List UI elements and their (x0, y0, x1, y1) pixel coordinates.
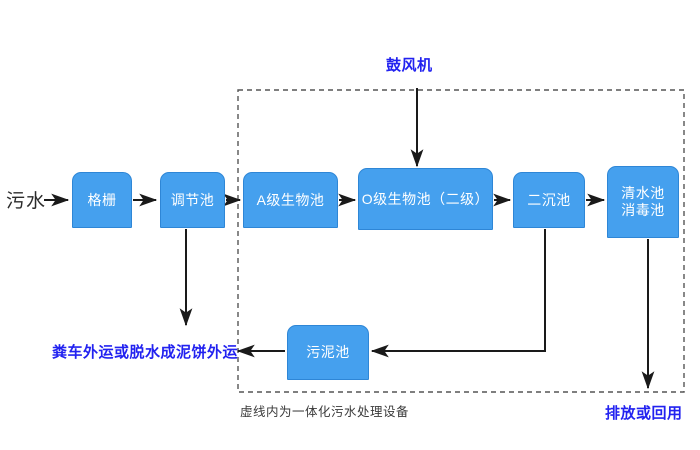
label-blower: 鼓风机 (386, 57, 433, 74)
node-secondary-clarifier[interactable]: 二沉池 (513, 172, 585, 228)
label-discharge-or-reuse: 排放或回用 (605, 405, 683, 422)
node-clearwater-disinfection-pool[interactable]: 清水池 消毒池 (607, 166, 679, 238)
node-sludge-pool[interactable]: 污泥池 (287, 325, 369, 380)
node-grate[interactable]: 格栅 (72, 172, 132, 228)
node-o-stage-bio-pool[interactable]: O级生物池（二级） (358, 168, 493, 230)
label-influent-wastewater: 污水 (6, 191, 47, 212)
node-a-stage-bio-pool[interactable]: A级生物池 (243, 172, 338, 228)
label-dashed-box-caption: 虚线内为一体化污水处理设备 (240, 405, 410, 419)
edge-secondary-to-sludge (370, 229, 546, 358)
label-sludge-haul-away: 粪车外运或脱水成泥饼外运 (52, 344, 239, 361)
dashed-enclosure-box (237, 89, 685, 393)
node-equalization-tank[interactable]: 调节池 (160, 172, 225, 228)
